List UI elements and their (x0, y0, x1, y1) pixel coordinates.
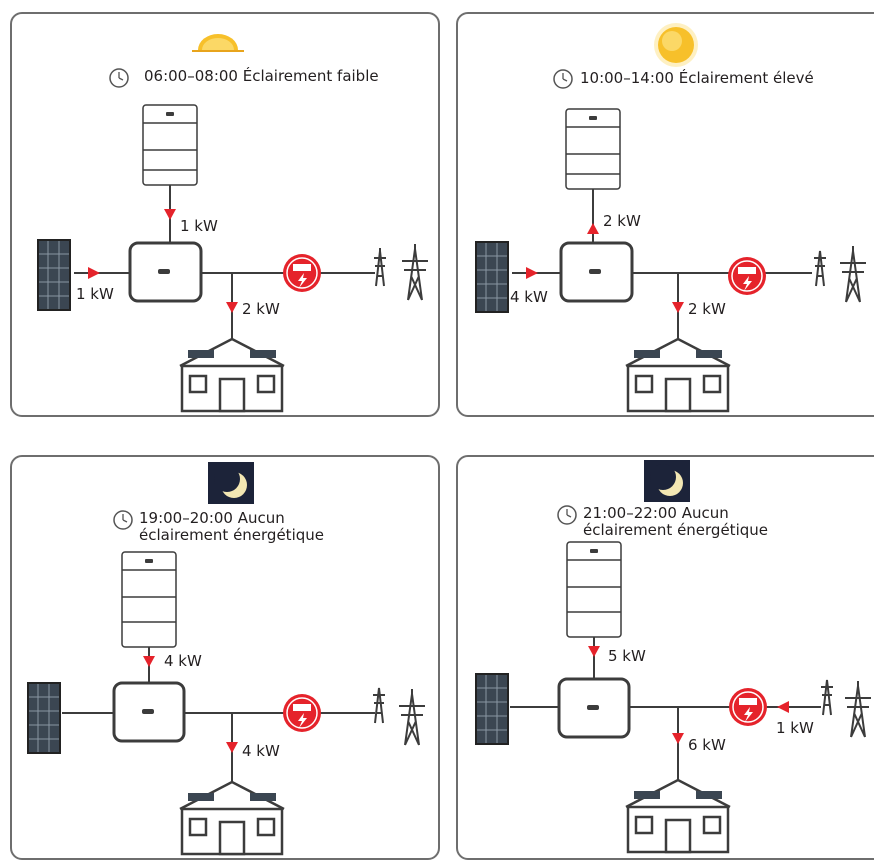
arrow-to-load (672, 733, 684, 744)
inverter-icon (559, 241, 634, 303)
arrow-pv-to-inverter (526, 267, 538, 279)
battery-stack-icon (121, 551, 177, 648)
time-label: 06:00–08:00 Éclairement faible (144, 67, 379, 85)
pv-flow-label: 1 kW (76, 285, 114, 303)
clock-icon (553, 69, 573, 89)
battery-stack-icon (142, 104, 198, 186)
time-label: 10:00–14:00 Éclairement élevé (580, 69, 814, 87)
load-flow-label: 2 kW (242, 300, 280, 318)
energy-flow-diagram (475, 23, 866, 413)
battery-stack-icon (566, 541, 622, 638)
solar-panel-icon (475, 241, 509, 313)
grid-tower-icon (373, 687, 425, 746)
moon-icon (208, 462, 254, 504)
load-flow-label: 6 kW (688, 736, 726, 754)
moon-icon (644, 460, 690, 502)
pv-flow-label: 4 kW (510, 288, 548, 306)
clock-icon (109, 68, 129, 88)
battery-flow-label: 1 kW (180, 217, 218, 235)
grid-flow-label: 1 kW (776, 719, 814, 737)
arrow-battery-discharge (143, 656, 155, 667)
smart-meter-icon (728, 257, 766, 295)
scenario-panel-midday: 10:00–14:00 Éclairement élevé 2 kW 4 kW … (456, 12, 874, 417)
battery-flow-label: 4 kW (164, 652, 202, 670)
inverter-icon (112, 681, 186, 743)
grid-tower-icon (821, 679, 871, 738)
solar-panel-icon (27, 682, 61, 754)
clock-icon (557, 505, 577, 525)
smart-meter-icon (283, 694, 321, 732)
battery-flow-label: 5 kW (608, 647, 646, 665)
arrow-battery-discharge (588, 646, 600, 657)
arrow-battery-charge (587, 223, 599, 234)
smart-meter-icon (283, 254, 321, 292)
smart-meter-icon (729, 688, 767, 726)
solar-panel-icon (475, 673, 509, 745)
arrow-to-load (672, 302, 684, 313)
solar-panel-icon (37, 239, 71, 311)
battery-stack-icon (565, 108, 621, 190)
clock-icon (113, 510, 133, 530)
sun-icon (654, 23, 698, 67)
inverter-icon (128, 241, 203, 303)
house-icon (179, 780, 285, 856)
grid-tower-icon (374, 244, 428, 301)
arrow-to-load (226, 302, 238, 313)
energy-flow-diagram (37, 34, 428, 413)
arrow-battery-discharge (164, 209, 176, 220)
arrow-pv-to-inverter (88, 267, 100, 279)
load-flow-label: 2 kW (688, 300, 726, 318)
arrow-to-load (226, 742, 238, 753)
battery-flow-label: 2 kW (603, 212, 641, 230)
inverter-icon (557, 677, 631, 739)
house-icon (625, 778, 731, 854)
energy-flow-diagram (27, 462, 425, 856)
house-icon (625, 337, 731, 413)
grid-tower-icon (814, 246, 866, 303)
energy-flow-diagram (475, 460, 871, 854)
scenario-panel-morning: 06:00–08:00 Éclairement faible 1 kW 1 kW… (10, 12, 440, 417)
load-flow-label: 4 kW (242, 742, 280, 760)
sun-rising-icon (192, 34, 244, 52)
house-icon (179, 337, 285, 413)
arrow-grid-import (777, 701, 789, 713)
